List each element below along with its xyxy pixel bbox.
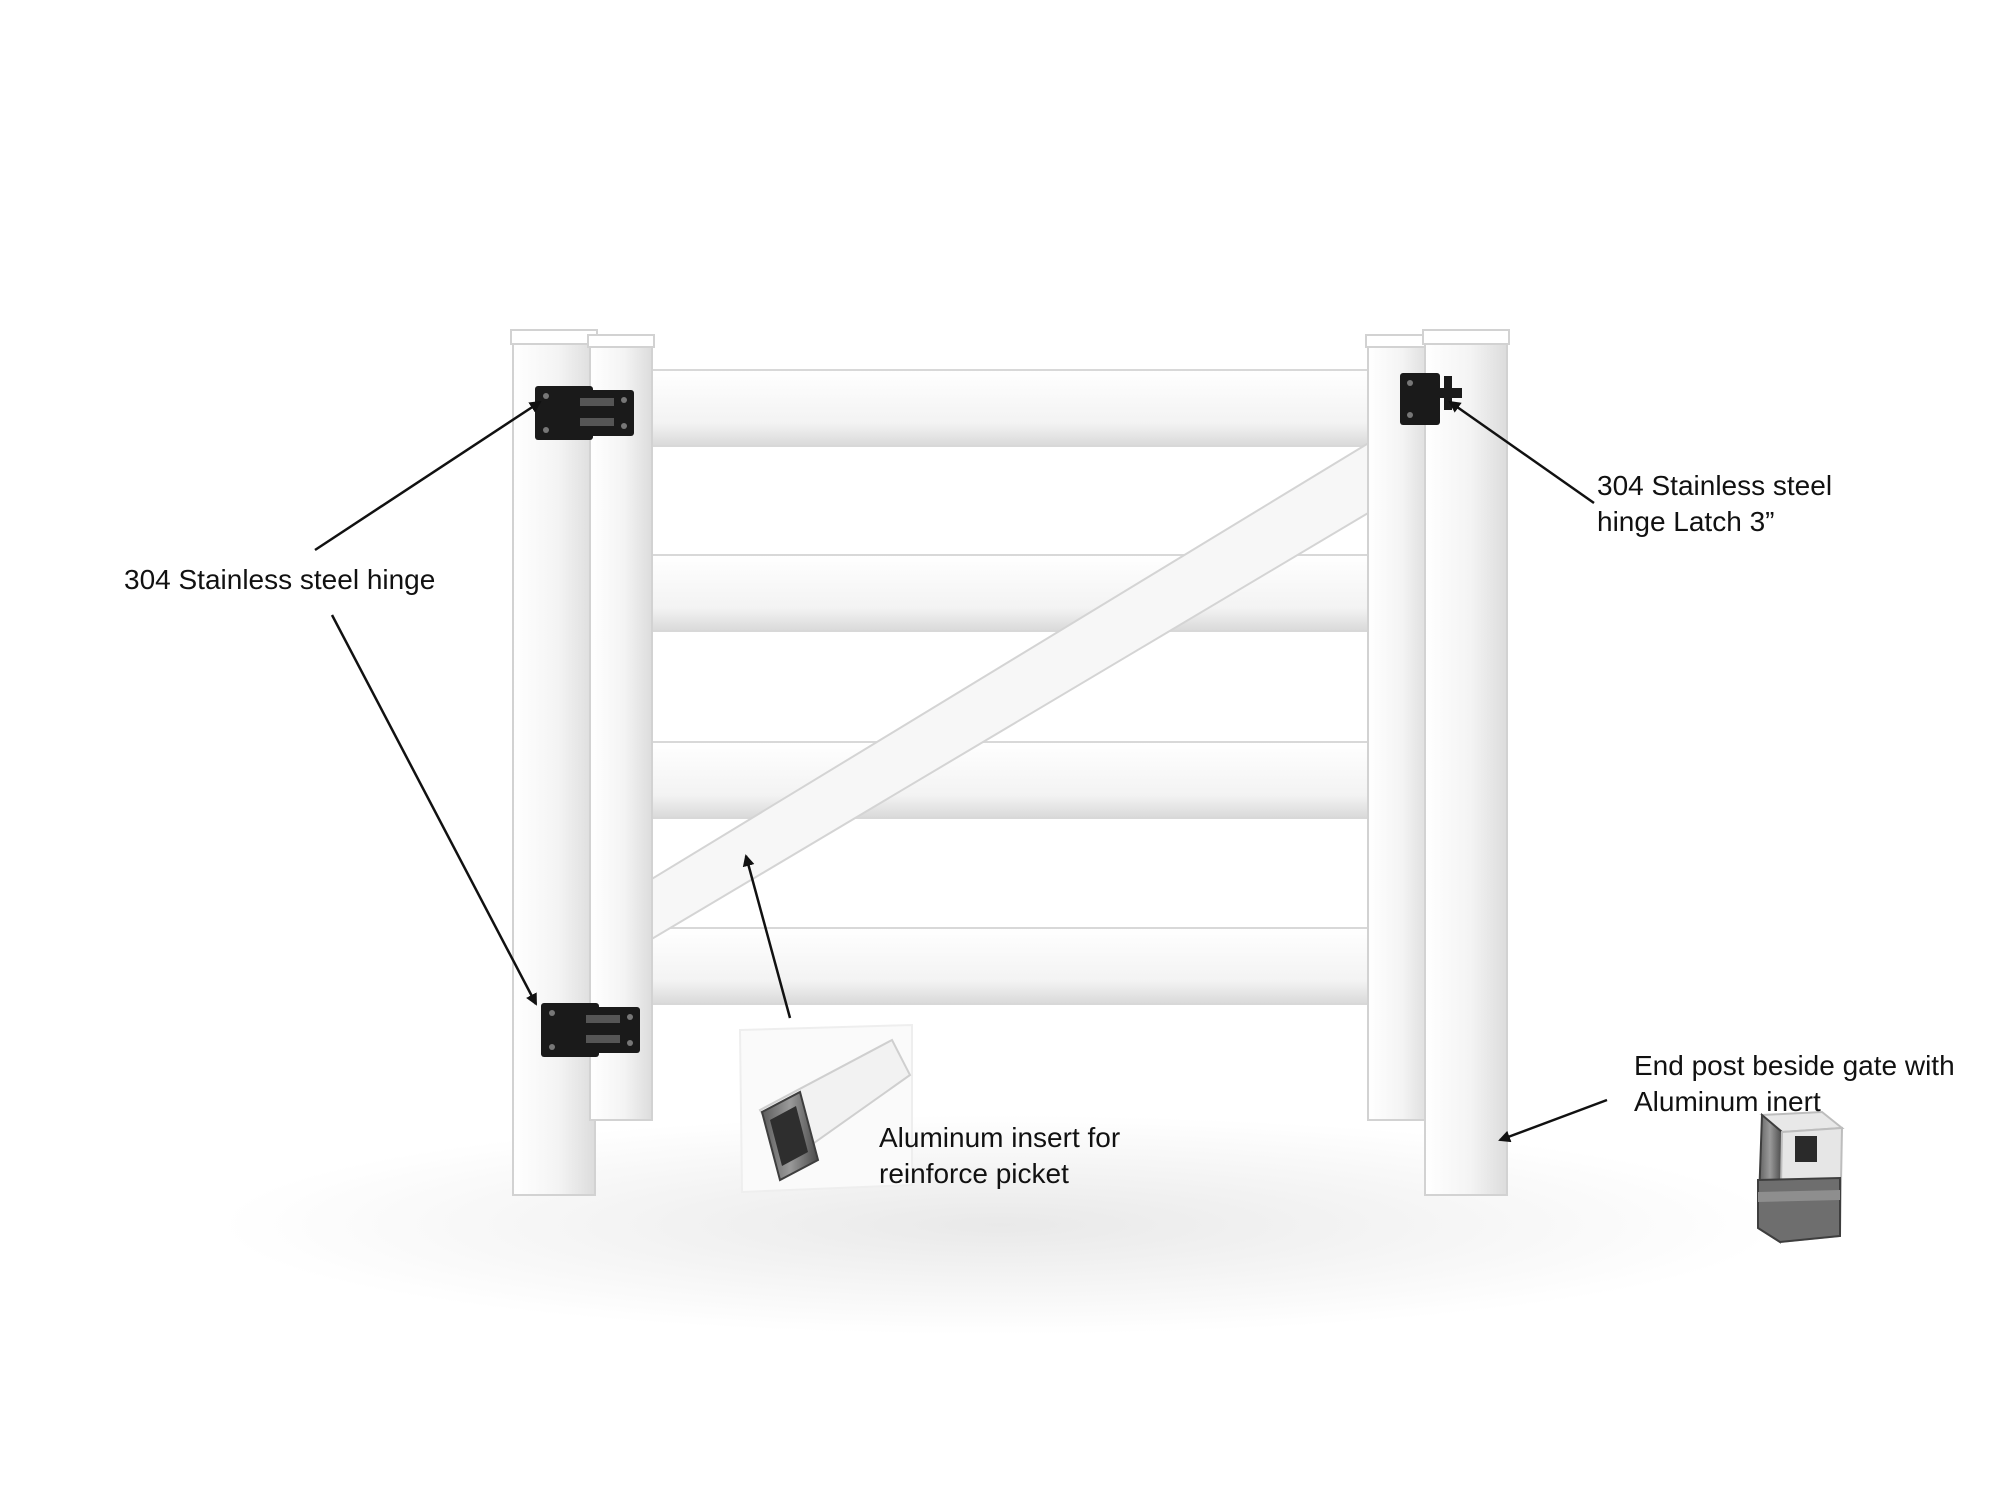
gate-stile-left	[589, 337, 653, 1121]
latch-end-post	[1424, 332, 1508, 1196]
arrow-to-end-post	[1498, 1098, 1608, 1143]
callout-insert-line1: Aluminum insert for	[879, 1122, 1121, 1153]
callout-insert-label: Aluminum insert for reinforce picket	[879, 1120, 1120, 1192]
callout-hinge-line1: 304 Stainless steel hinge	[124, 564, 436, 595]
arrow-to-bottom-hinge	[330, 614, 538, 1006]
callout-end-post-label: End post beside gate with Aluminum inert	[1634, 1048, 1955, 1120]
gate-stile-right	[1367, 337, 1431, 1121]
latch-end-post-cap	[1422, 329, 1510, 345]
arrow-to-brace-insert	[742, 854, 792, 1019]
callout-insert-line2: reinforce picket	[879, 1158, 1069, 1189]
gate-stile-left-cap	[587, 334, 655, 348]
gate-latch	[1400, 373, 1462, 425]
arrow-to-top-hinge	[314, 400, 542, 552]
hinge-end-post	[512, 332, 596, 1196]
aluminum-insert-end-post-photo	[1756, 1110, 1845, 1244]
ground-shadow	[220, 1115, 1780, 1335]
aluminum-insert-picket-photo	[738, 1023, 913, 1194]
arrow-to-latch	[1448, 400, 1595, 505]
bottom-hinge	[541, 1003, 640, 1057]
rail-top	[649, 369, 1391, 447]
callout-end-post-line2: Aluminum inert	[1634, 1086, 1821, 1117]
rail-bottom	[649, 927, 1391, 1005]
callout-latch-line2: hinge Latch 3”	[1597, 506, 1775, 537]
callout-end-post-line1: End post beside gate with	[1634, 1050, 1955, 1081]
top-hinge	[535, 386, 634, 440]
hinge-end-post-cap	[510, 329, 598, 345]
callout-arrows	[314, 400, 1608, 1143]
callout-latch-line1: 304 Stainless steel	[1597, 470, 1833, 501]
callout-hinge-label: 304 Stainless steel hinge	[124, 562, 435, 598]
diagonal-brace	[649, 428, 1391, 942]
callout-latch-label: 304 Stainless steel hinge Latch 3”	[1597, 468, 1832, 540]
rail-third	[649, 741, 1391, 819]
